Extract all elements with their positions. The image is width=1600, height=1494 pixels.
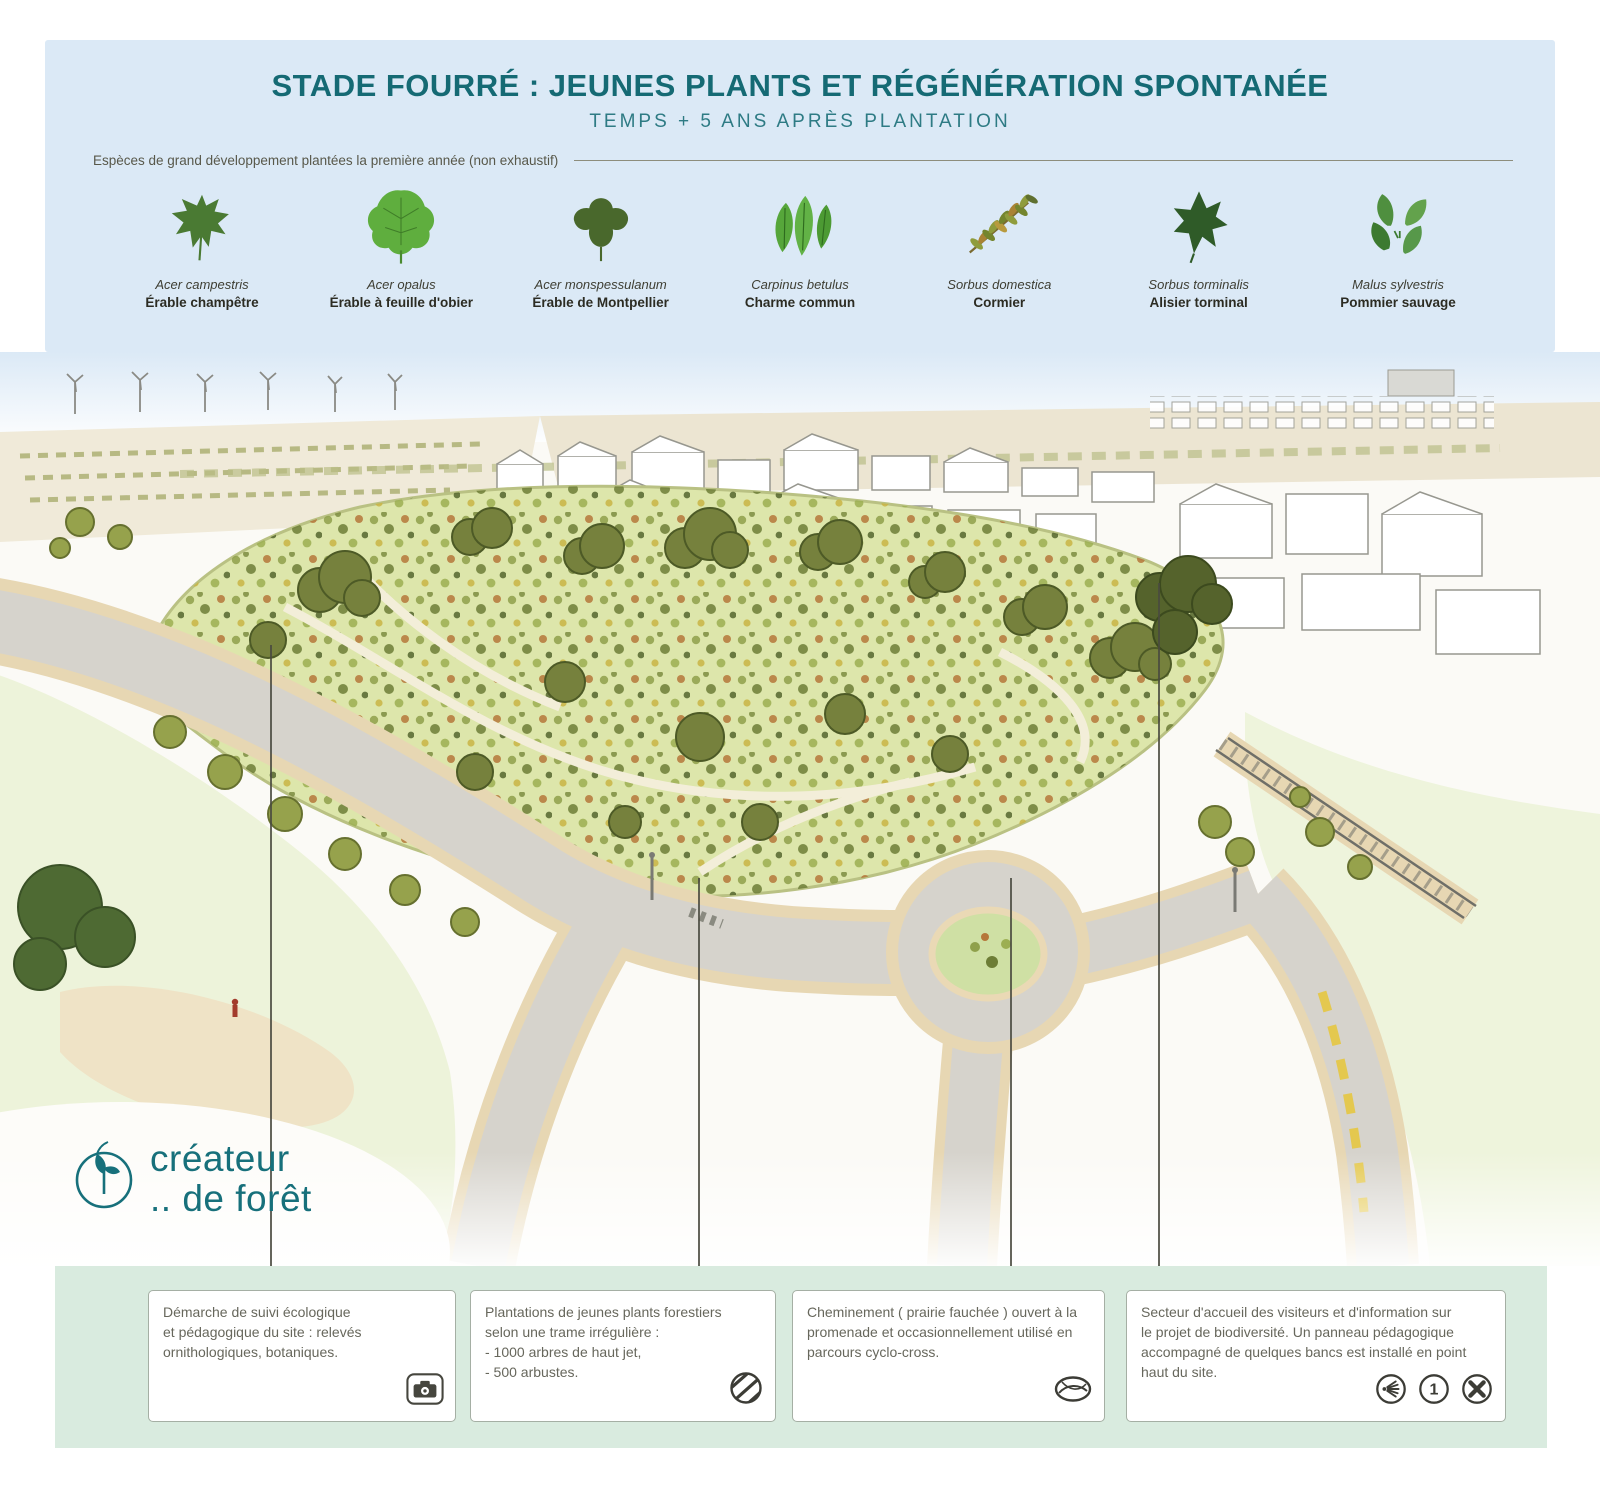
walking-figure [231,998,239,1017]
site-illustration [0,352,1600,1402]
species-latin: Sorbus domestica [947,277,1052,292]
species-common: Érable de Montpellier [532,295,669,310]
logo-text-line1: créateur [150,1138,290,1180]
species-intro: Espèces de grand développement plantées … [93,153,559,168]
species-latin: Acer opalus [367,277,436,292]
annotation-connector-line [1158,583,1160,1292]
page-subtitle: TEMPS + 5 ANS APRÈS PLANTATION [589,111,1011,132]
leaf-acer-campestre-icon [103,178,301,268]
logo-text-line2: .. de forêt [150,1177,312,1219]
species-latin: Acer monspessulanum [534,277,667,292]
crossed-paths-icon [1460,1372,1494,1412]
hatched-globe-icon [728,1370,764,1412]
species-item: Malus sylvestris Pommier sauvage [1299,178,1497,310]
leaf-sorbus-domestica-icon [900,178,1098,268]
createur-de-foret-logo: créateur .. de forêt [68,1138,312,1219]
annotation-text: Démarche de suivi écologique et pédagogi… [163,1304,362,1360]
annotation-box-path: Cheminement ( prairie fauchée ) ouvert à… [792,1290,1105,1422]
annotation-box-welcome: Secteur d'accueil des visiteurs et d'inf… [1126,1290,1506,1422]
roundabout [886,850,1090,1054]
leaf-sorbus-torminalis-icon [1100,178,1298,268]
railway [1213,731,1479,925]
leaf-acer-monspessulanum-icon [502,178,700,268]
species-latin: Acer campestris [155,277,249,292]
species-latin: Malus sylvestris [1352,277,1444,292]
leaf-carpinus-betulus-icon [701,178,899,268]
intro-divider [574,160,1513,161]
tree-clusters [249,507,1172,841]
species-latin: Sorbus torminalis [1148,277,1249,292]
annotation-connector-line [1010,878,1012,1292]
annotation-connector-line [270,645,272,1292]
species-item: Carpinus betulus Charme commun [701,178,899,310]
number-one-icon: 1 [1417,1372,1451,1412]
header-panel: STADE FOURRÉ : JEUNES PLANTS ET RÉGÉNÉRA… [45,40,1555,352]
species-latin: Carpinus betulus [751,277,849,292]
species-item: Sorbus torminalis Alisier torminal [1100,178,1298,310]
svg-text:1: 1 [1430,1381,1439,1399]
path-ellipse-icon [1053,1372,1093,1412]
annotation-text: Plantations de jeunes plants forestiers … [485,1304,722,1380]
species-item: Acer monspessulanum Érable de Montpellie… [502,178,700,310]
species-common: Érable champêtre [145,295,259,310]
sound-rays-icon [1374,1372,1408,1412]
species-common: Érable à feuille d'obier [329,295,474,310]
camera-icon [406,1372,444,1412]
aerial-view-drawing [0,352,1600,1402]
page-title: STADE FOURRÉ : JEUNES PLANTS ET RÉGÉNÉRA… [271,68,1329,103]
species-legend: Acer campestris Érable champêtre Acer op… [45,168,1555,310]
dark-tree-cluster [1135,555,1233,655]
annotation-box-plantation: Plantations de jeunes plants forestiers … [470,1290,776,1422]
species-common: Cormier [973,295,1026,310]
leaf-malus-sylvestris-icon [1299,178,1497,268]
species-intro-row: Espèces de grand développement plantées … [93,153,1513,168]
species-item: Sorbus domestica Cormier [900,178,1098,310]
logo-sprout-icon [68,1138,140,1219]
wind-turbines [66,371,403,414]
annotation-box-ecology: Démarche de suivi écologique et pédagogi… [148,1290,456,1422]
species-item: Acer opalus Érable à feuille d'obier [302,178,500,310]
annotation-text: Cheminement ( prairie fauchée ) ouvert à… [807,1304,1078,1360]
species-item: Acer campestris Érable champêtre [103,178,301,310]
species-common: Alisier torminal [1149,295,1248,310]
species-common: Charme commun [744,295,856,310]
species-common: Pommier sauvage [1340,295,1456,310]
annotation-text: Secteur d'accueil des visiteurs et d'inf… [1141,1304,1467,1380]
annotation-connector-line [698,878,700,1292]
leaf-acer-opalus-icon [302,178,500,268]
